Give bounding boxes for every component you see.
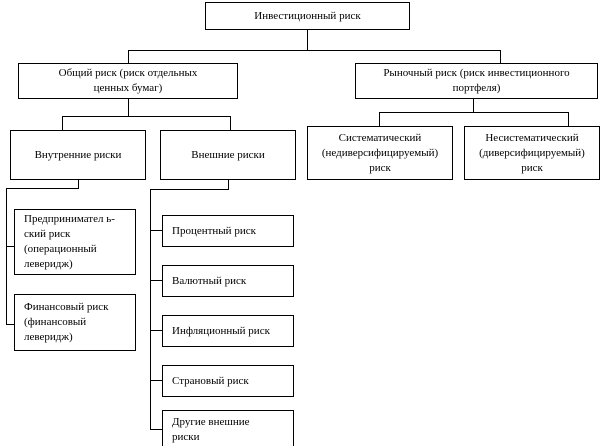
node-general-risk[interactable]: Общий риск (риск отдельных ценных бумаг) xyxy=(18,63,238,99)
node-systematic-risk[interactable]: Систематический (недиверсифицируемый) ри… xyxy=(307,126,453,180)
node-market-risk-line-0: Рыночный риск (риск инвестиционного xyxy=(383,67,570,79)
connector-internal-spine-top xyxy=(6,188,79,189)
node-general-risk-line-0: Общий риск (риск отдельных xyxy=(58,67,198,79)
node-other-external-risks-line-0: Другие внешние xyxy=(172,416,250,428)
node-currency-risk-line-0: Валютный риск xyxy=(172,274,247,287)
connector-general-risk-trunk xyxy=(128,99,129,116)
connector-external-spine xyxy=(150,189,151,429)
node-entrepreneurial-risk-line-0: Предпринимател ь- xyxy=(24,213,115,225)
node-unsystematic-risk-line-2: риск xyxy=(521,161,543,174)
node-currency-risk[interactable]: Валютный риск xyxy=(162,265,294,297)
connector-stub-inflation xyxy=(150,330,163,331)
node-internal-risks-line-0: Внутренние риски xyxy=(34,148,122,161)
connector-stub-interest xyxy=(150,230,163,231)
connector-drop-internal-risks xyxy=(62,116,63,130)
connector-drop-external-risks xyxy=(230,116,231,130)
connector-internal-spine-stub xyxy=(78,180,79,188)
connector-level1-bus xyxy=(128,50,501,51)
connector-external-spine-stub xyxy=(228,180,229,189)
node-root[interactable]: Инвестиционный риск xyxy=(205,2,410,30)
node-external-risks[interactable]: Внешние риски xyxy=(160,130,296,180)
connector-market-risk-trunk xyxy=(473,99,474,112)
connector-general-risk-bus xyxy=(62,116,231,117)
node-financial-risk-line-2: леверидж) xyxy=(24,331,73,343)
node-financial-risk-line-1: (финансовый xyxy=(24,316,87,328)
node-unsystematic-risk-line-1: (диверсифицируемый) xyxy=(479,146,585,159)
node-internal-risks[interactable]: Внутренние риски xyxy=(10,130,146,180)
connector-drop-general-risk xyxy=(128,50,129,63)
node-unsystematic-risk-line-0: Несистематический xyxy=(485,131,579,144)
node-systematic-risk-line-1: (недиверсифицируемый) xyxy=(321,146,439,159)
node-entrepreneurial-risk-line-2: (операционный xyxy=(24,243,97,255)
node-market-risk[interactable]: Рыночный риск (риск инвестиционного порт… xyxy=(355,63,598,99)
connector-stub-currency xyxy=(150,280,163,281)
connector-market-risk-bus xyxy=(379,112,568,113)
node-country-risk-line-0: Страновый риск xyxy=(172,374,249,387)
node-root-line-0: Инвестиционный риск xyxy=(254,9,361,22)
node-market-risk-line-1: портфеля) xyxy=(452,82,501,94)
node-entrepreneurial-risk-line-1: ский риск xyxy=(24,228,71,240)
node-inflation-risk[interactable]: Инфляционный риск xyxy=(162,315,294,347)
node-interest-risk-line-0: Процентный риск xyxy=(172,224,256,237)
node-country-risk[interactable]: Страновый риск xyxy=(162,365,294,397)
connector-external-spine-top xyxy=(150,189,229,190)
node-entrepreneurial-risk-line-3: леверидж) xyxy=(24,258,73,270)
node-entrepreneurial-risk[interactable]: Предпринимател ь- ский риск (операционны… xyxy=(14,209,136,275)
node-other-external-risks-line-1: риски xyxy=(172,431,200,443)
connector-drop-systematic xyxy=(379,112,380,126)
node-systematic-risk-line-0: Систематический xyxy=(338,131,422,144)
node-general-risk-line-1: ценных бумаг) xyxy=(93,82,163,94)
connector-stub-financial xyxy=(6,324,15,325)
node-other-external-risks[interactable]: Другие внешние риски xyxy=(162,410,294,446)
connector-internal-spine xyxy=(6,188,7,324)
connector-drop-unsystematic xyxy=(568,112,569,126)
connector-stub-country xyxy=(150,380,163,381)
node-financial-risk[interactable]: Финансовый риск (финансовый леверидж) xyxy=(14,294,136,351)
node-external-risks-line-0: Внешние риски xyxy=(191,148,265,161)
node-systematic-risk-line-2: риск xyxy=(369,161,391,174)
node-unsystematic-risk[interactable]: Несистематический (диверсифицируемый) ри… xyxy=(464,126,600,180)
connector-root-trunk xyxy=(307,30,308,50)
node-interest-risk[interactable]: Процентный риск xyxy=(162,215,294,247)
connector-stub-other-external xyxy=(150,429,163,430)
connector-drop-market-risk xyxy=(500,50,501,63)
connector-stub-entrepreneurial xyxy=(6,246,15,247)
node-inflation-risk-line-0: Инфляционный риск xyxy=(172,324,270,337)
node-financial-risk-line-0: Финансовый риск xyxy=(24,301,109,313)
